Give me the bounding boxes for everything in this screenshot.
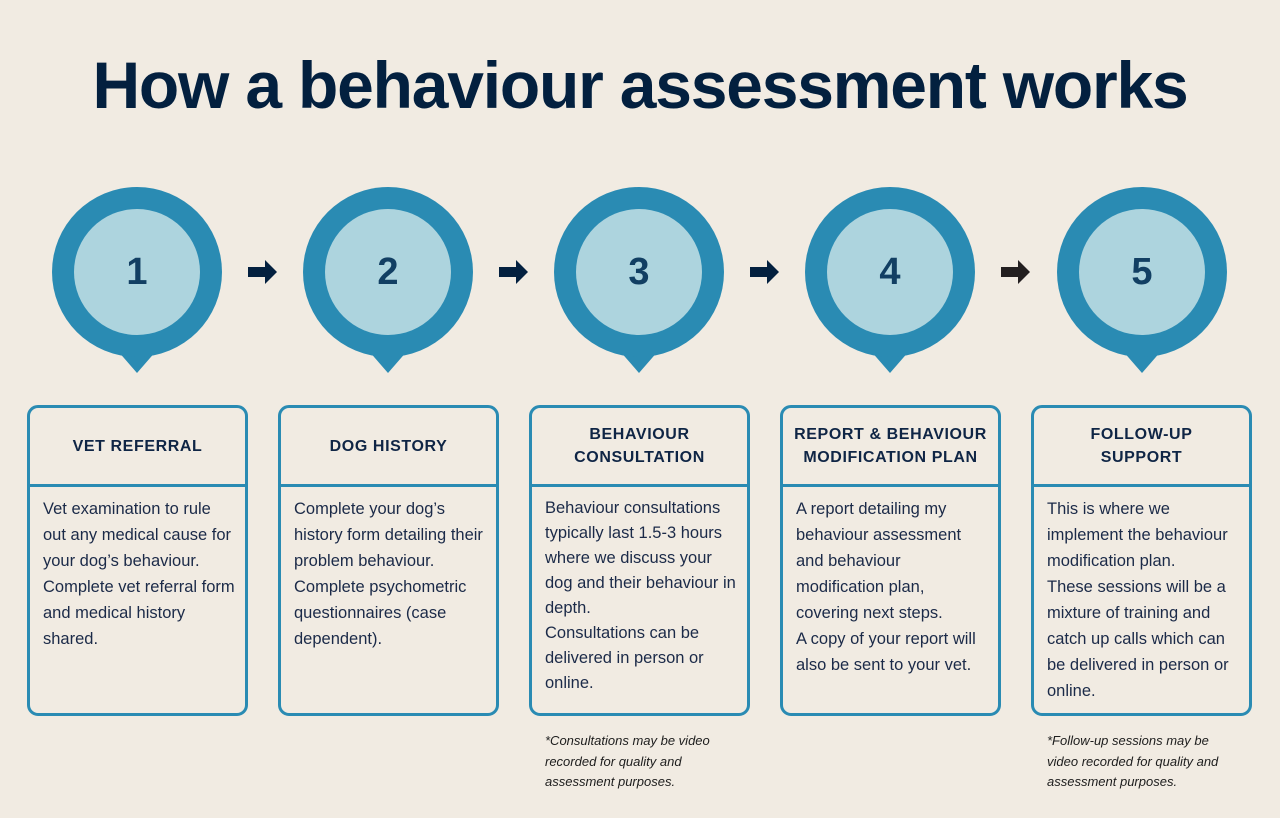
step-number: 2: [377, 251, 399, 293]
card-paragraph: A copy of your report will also be sent …: [796, 630, 976, 674]
step-card-report-plan: REPORT & BEHAVIOUR MODIFICATION PLAN A r…: [780, 405, 1001, 716]
card-paragraph: Complete psychometric questionnaires (ca…: [294, 578, 467, 648]
arrow-right-icon: [248, 260, 277, 284]
card-paragraph: Vet examination to rule out any medical …: [43, 500, 232, 570]
pin-marker-icon: [52, 187, 222, 373]
step-card-vet-referral: VET REFERRAL Vet examination to rule out…: [27, 405, 248, 716]
step-number: 3: [628, 251, 650, 293]
card-title: DOG HISTORY: [329, 437, 448, 455]
arrow-right-icon: [1001, 260, 1030, 284]
arrow-right-icon: [499, 260, 528, 284]
step-number: 4: [879, 251, 901, 293]
card-header: DOG HISTORY: [281, 408, 496, 487]
step-badge-3: 3: [554, 187, 724, 375]
card-title: VET REFERRAL: [72, 437, 203, 455]
step-card-dog-history: DOG HISTORY Complete your dog’s history …: [278, 405, 499, 716]
step-badge-1: 1: [52, 187, 222, 375]
card-body: This is where we implement the behaviour…: [1034, 487, 1249, 704]
step-card-behaviour-consultation: BEHAVIOUR CONSULTATION Behaviour consult…: [529, 405, 750, 716]
card-paragraph: Complete vet referral form and medical h…: [43, 578, 235, 648]
card-paragraph: A report detailing my behaviour assessme…: [796, 500, 962, 622]
pin-marker-icon: [805, 187, 975, 373]
card-header: VET REFERRAL: [30, 408, 245, 487]
card-paragraph: Complete your dog’s history form detaili…: [294, 500, 483, 570]
card-header: FOLLOW-UP SUPPORT: [1034, 408, 1249, 487]
card-body: Vet examination to rule out any medical …: [30, 487, 245, 652]
card-header: REPORT & BEHAVIOUR MODIFICATION PLAN: [783, 408, 998, 487]
card-paragraph: These sessions will be a mixture of trai…: [1047, 578, 1229, 700]
step-badge-5: 5: [1057, 187, 1227, 375]
card-title: REPORT & BEHAVIOUR MODIFICATION PLAN: [794, 426, 987, 466]
card-paragraph: Consultations can be delivered in person…: [545, 624, 704, 692]
card-title: FOLLOW-UP SUPPORT: [1090, 426, 1193, 466]
card-paragraph: This is where we implement the behaviour…: [1047, 500, 1228, 570]
card-body: Behaviour consultations typically last 1…: [532, 487, 747, 696]
card-body: Complete your dog’s history form detaili…: [281, 487, 496, 652]
arrow-right-icon: [750, 260, 779, 284]
step-card-follow-up-support: FOLLOW-UP SUPPORT This is where we imple…: [1031, 405, 1252, 716]
pin-marker-icon: [303, 187, 473, 373]
step-badge-4: 4: [805, 187, 975, 375]
step-number: 5: [1131, 251, 1153, 293]
pin-marker-icon: [554, 187, 724, 373]
card-paragraph: Behaviour consultations typically last 1…: [545, 499, 736, 617]
footnote-follow-up: *Follow-up sessions may be video recorde…: [1047, 733, 1219, 789]
pin-marker-icon: [1057, 187, 1227, 373]
card-body: A report detailing my behaviour assessme…: [783, 487, 998, 678]
step-number: 1: [126, 251, 148, 293]
card-title: BEHAVIOUR CONSULTATION: [574, 426, 705, 466]
footnote-consultation: *Consultations may be video recorded for…: [545, 733, 710, 789]
step-badge-2: 2: [303, 187, 473, 375]
card-header: BEHAVIOUR CONSULTATION: [532, 408, 747, 487]
page-title: How a behaviour assessment works: [92, 48, 1188, 122]
